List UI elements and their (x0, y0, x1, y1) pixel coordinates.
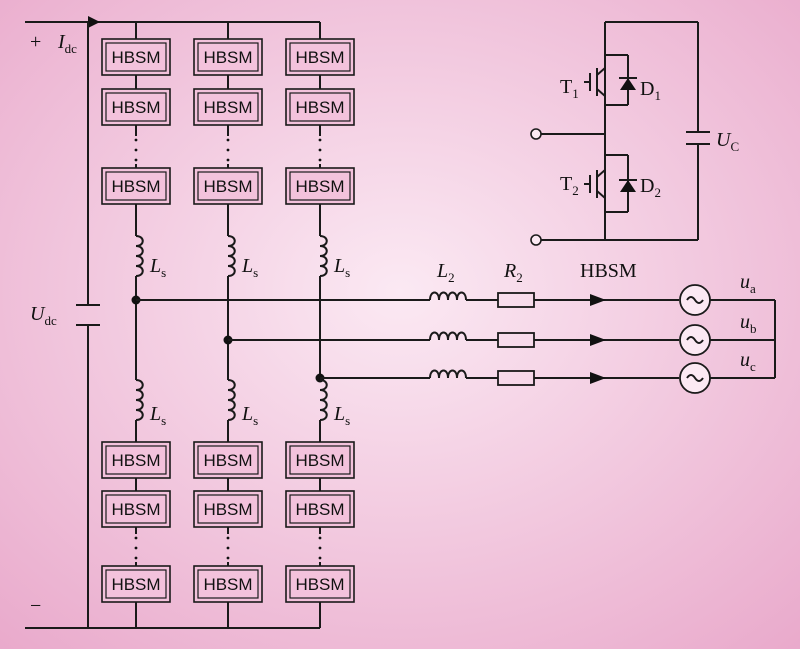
hbsm-module-label: HBSM (295, 98, 344, 117)
t1-label: T1 (560, 76, 579, 101)
hbsm-module: HBSM (193, 167, 263, 205)
sine-icon (686, 296, 704, 304)
arm-inductor-label: Ls (149, 255, 166, 280)
arm-inductor-label: Ls (149, 403, 166, 428)
hbsm-module: HBSM (285, 441, 355, 479)
arm-inductor (135, 379, 144, 421)
ellipsis-vertical (134, 536, 138, 560)
hbsm-module-label: HBSM (111, 98, 160, 117)
dc-bus (25, 16, 320, 629)
hbsm-module: HBSM (193, 565, 263, 603)
filter-inductor-label: L2 (436, 260, 455, 285)
ac-phase-line: uc (320, 349, 775, 394)
hbsm-module-label: HBSM (203, 177, 252, 196)
hbsm-module-label: HBSM (295, 575, 344, 594)
hbsm-module-label: HBSM (295, 177, 344, 196)
ellipsis-vertical (318, 138, 322, 162)
diode-d2 (619, 179, 637, 192)
arm-inductor-label: Ls (241, 255, 258, 280)
hbsm-module: HBSM (285, 565, 355, 603)
dc-voltage-label: Udc (30, 303, 57, 328)
dc-plus-label: + (30, 31, 41, 53)
filter-resistor-label: R2 (503, 260, 523, 285)
hbsm-module: HBSM (193, 490, 263, 528)
hbsm-module-label: HBSM (203, 98, 252, 117)
current-arrow (590, 294, 606, 306)
arm-inductor-label: Ls (333, 255, 350, 280)
filter-inductor (429, 369, 467, 379)
arm-inductor (227, 235, 236, 277)
ac-phase-line: ub (228, 311, 775, 356)
hbsm-module: HBSM (285, 167, 355, 205)
filter-inductor (429, 291, 467, 301)
converter-legs: HBSMHBSMHBSMLsLsHBSMHBSMHBSMHBSMHBSMHBSM… (101, 22, 355, 628)
submodule-labels: T1 D1 T2 D2 UC (560, 76, 739, 200)
hbsm-module-label: HBSM (203, 500, 252, 519)
hbsm-module-label: HBSM (203, 451, 252, 470)
arm-inductor-label: Ls (241, 403, 258, 428)
terminal-bottom (530, 234, 542, 246)
arm-inductor (319, 235, 328, 277)
hbsm-module-label: HBSM (111, 451, 160, 470)
hbsm-module-label: HBSM (111, 48, 160, 67)
hbsm-module-label: HBSM (111, 177, 160, 196)
filter-inductor (429, 331, 467, 341)
ellipsis-vertical (134, 138, 138, 162)
t2-label: T2 (560, 173, 579, 198)
hbsm-module-label: HBSM (111, 500, 160, 519)
hbsm-detail (530, 21, 710, 246)
hbsm-module: HBSM (193, 38, 263, 76)
d2-label: D2 (640, 175, 661, 200)
source-voltage-label: ua (740, 271, 756, 296)
hbsm-module: HBSM (193, 88, 263, 126)
arm-inductor (319, 379, 328, 421)
capacitor-voltage-label: UC (716, 129, 739, 154)
dc-minus-label: − (30, 595, 41, 617)
ac-filter-labels: L2 R2 HBSM (436, 260, 637, 285)
dc-current-arrow (88, 16, 100, 28)
sine-icon (686, 336, 704, 344)
hbsm-module: HBSM (285, 88, 355, 126)
hbsm-module: HBSM (101, 88, 171, 126)
ellipsis-vertical (318, 536, 322, 560)
hbsm-module: HBSM (101, 441, 171, 479)
hbsm-module-label: HBSM (203, 48, 252, 67)
hbsm-module-label: HBSM (295, 451, 344, 470)
ac-phase-line: ua (136, 271, 775, 316)
hbsm-module: HBSM (101, 167, 171, 205)
current-arrow (590, 334, 606, 346)
hbsm-module-label: HBSM (203, 575, 252, 594)
submodule-title: HBSM (580, 260, 637, 282)
diode-d1 (619, 77, 637, 90)
hbsm-module-label: HBSM (295, 48, 344, 67)
current-arrow (590, 372, 606, 384)
terminal-top (530, 128, 542, 140)
hbsm-module: HBSM (101, 490, 171, 528)
arm-inductor-label: Ls (333, 403, 350, 428)
arm-inductor (227, 379, 236, 421)
hbsm-module-label: HBSM (295, 500, 344, 519)
dc-current-label: Idc (57, 31, 77, 56)
source-voltage-label: uc (740, 349, 756, 374)
dc-labels: + − Idc Udc (30, 31, 77, 617)
hbsm-module-label: HBSM (111, 575, 160, 594)
hbsm-module: HBSM (101, 38, 171, 76)
hbsm-module: HBSM (193, 441, 263, 479)
arm-inductor (135, 235, 144, 277)
d1-label: D1 (640, 78, 661, 103)
ac-lines: ua ub uc (136, 271, 776, 394)
hbsm-module: HBSM (285, 38, 355, 76)
ellipsis-vertical (226, 138, 230, 162)
sine-icon (686, 374, 704, 382)
hbsm-module: HBSM (285, 490, 355, 528)
source-voltage-label: ub (740, 311, 757, 336)
ellipsis-vertical (226, 536, 230, 560)
hbsm-module: HBSM (101, 565, 171, 603)
